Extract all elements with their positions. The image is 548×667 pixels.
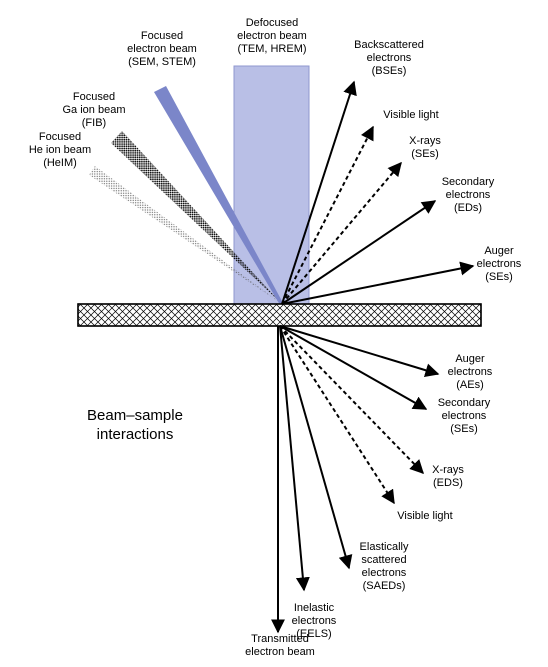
label-auger-electrons-above: Auger electrons (SEs)	[476, 245, 522, 283]
arrow-inelastic-electrons	[279, 325, 310, 592]
label-x-rays-below: X-rays (EDS)	[432, 464, 464, 489]
arrow-backscattered-electrons	[281, 80, 357, 305]
arrow-x-rays-below	[279, 325, 424, 475]
arrow-elastically-scattered-electrons	[279, 325, 353, 570]
label-visible-light-below: Visible light	[397, 510, 453, 522]
label-secondary-electrons-below: Secondary electrons (SEs)	[437, 397, 491, 435]
arrow-visible-light-below	[279, 325, 395, 505]
label-tem-beam: Defocused electron beam (TEM, HREM)	[237, 17, 307, 55]
label-x-rays-above: X-rays (SEs)	[409, 135, 441, 160]
label-sem-beam: Focused electron beam (SEM, STEM)	[127, 30, 197, 68]
tem-beam	[233, 65, 310, 305]
arrow-auger-electrons-above	[281, 261, 475, 305]
label-auger-electrons-below: Auger electrons (AEs)	[447, 353, 493, 391]
sample-hatching	[77, 303, 482, 327]
label-visible-light-above: Visible light	[383, 109, 439, 121]
label-backscattered-electrons: Backscattered electrons (BSEs)	[354, 39, 424, 77]
arrow-visible-light-above	[281, 125, 374, 305]
sem-beam	[154, 86, 283, 305]
label-transmitted-electron-beam: Transmitted electron beam	[245, 633, 315, 658]
arrow-secondary-electrons-above	[281, 200, 437, 305]
label-inelastic-electrons: Inelastic electrons (EELS)	[291, 602, 337, 640]
label-heim-beam: Focused He ion beam (HeIM)	[28, 131, 92, 169]
label-fib-beam: Focused Ga ion beam (FIB)	[62, 91, 126, 129]
label-beam-sample-interactions: Beam–sample interactions	[87, 407, 183, 443]
fib-beam	[111, 131, 282, 304]
label-secondary-electrons-above: Secondary electrons (EDs)	[441, 176, 495, 214]
arrow-x-rays-above	[281, 161, 402, 305]
label-elastically-scattered-electrons: Elastically scattered electrons (SAEDs)	[359, 541, 409, 592]
heim-beam	[89, 166, 282, 304]
arrow-secondary-electrons-below	[279, 325, 428, 410]
arrow-auger-electrons-below	[279, 325, 440, 378]
